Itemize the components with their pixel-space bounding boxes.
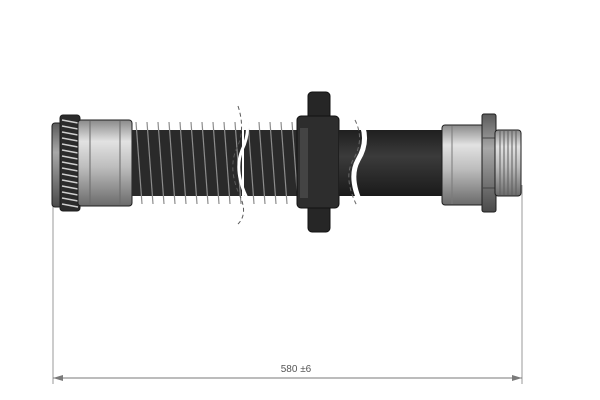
dimension-label: 580 ±6 xyxy=(281,364,312,375)
hose-body xyxy=(339,118,443,208)
dimension-arrow-left xyxy=(53,375,63,381)
spring-guard xyxy=(132,105,299,226)
left-fitting xyxy=(51,114,133,212)
mounting-bracket xyxy=(296,91,340,233)
right-fitting xyxy=(441,113,522,213)
dimension-arrow-right xyxy=(512,375,522,381)
